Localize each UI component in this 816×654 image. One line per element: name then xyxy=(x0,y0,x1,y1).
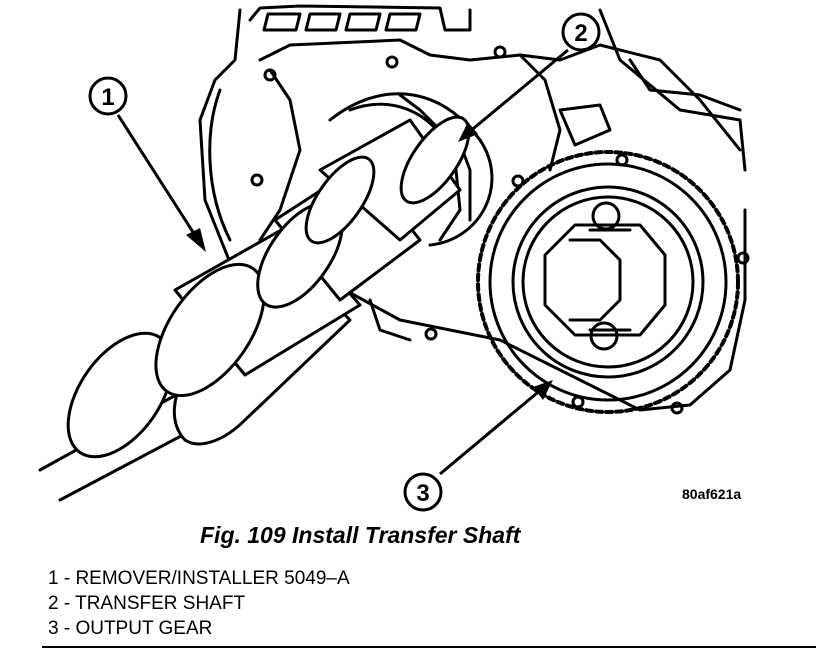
callout-2-number: 2 xyxy=(574,20,587,47)
remover-installer-tool xyxy=(0,115,471,502)
transmission-case xyxy=(198,4,750,415)
callout-1-number: 1 xyxy=(101,84,114,111)
legend-item-1: 1 - REMOVER/INSTALLER 5049–A xyxy=(48,568,350,589)
output-gear xyxy=(476,150,740,414)
callout-3-number: 3 xyxy=(416,480,429,507)
callout-3: 3 xyxy=(403,380,553,512)
legend-item-3: 3 - OUTPUT GEAR xyxy=(48,618,213,639)
figure-caption: Fig. 109 Install Transfer Shaft xyxy=(200,522,521,548)
callout-2: 2 xyxy=(458,12,601,142)
technical-illustration: 1 2 3 xyxy=(0,4,750,512)
callout-1: 1 xyxy=(88,76,206,252)
legend-item-2: 2 - TRANSFER SHAFT xyxy=(48,593,246,614)
bottom-divider xyxy=(42,646,816,648)
legend-list: 1 - REMOVER/INSTALLER 5049–A 2 - TRANSFE… xyxy=(48,566,350,641)
figure-code: 80af621a xyxy=(682,486,742,502)
